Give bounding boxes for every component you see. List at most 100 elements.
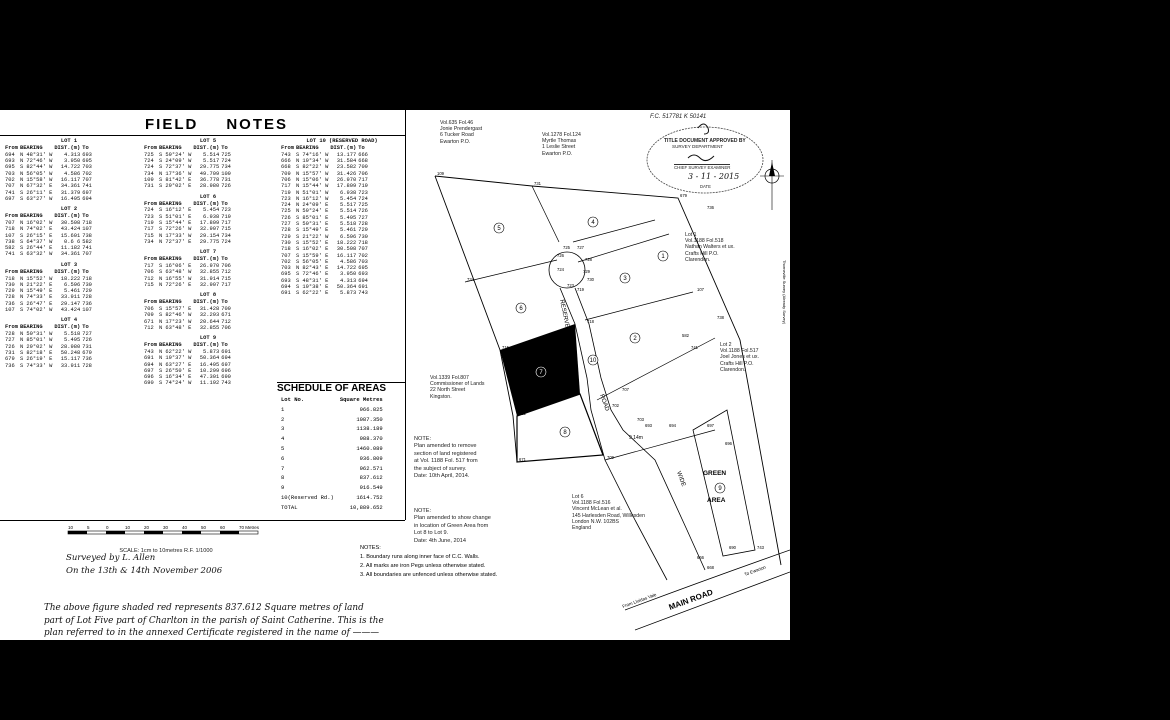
table-cell: 718 <box>358 239 368 246</box>
table-cell: 707 <box>281 252 291 259</box>
schedule-lot: 9 <box>281 484 285 492</box>
table-cell: 694 <box>221 355 231 362</box>
plan-notes: NOTES: 1. Boundary runs along inner face… <box>360 544 580 580</box>
table-cell: 5.518 <box>340 221 357 228</box>
table-cell: 5.517 <box>203 158 220 165</box>
table-cell: 32.293 <box>199 312 220 319</box>
table-cell: 706 <box>144 305 154 312</box>
lot-number-marker <box>535 366 547 378</box>
table-cell: 14.722 <box>336 265 357 272</box>
note1-line: Date: 10th April, 2014. <box>414 473 470 480</box>
table-cell: 709 <box>281 170 291 177</box>
lot-line <box>596 337 716 401</box>
table-cell: 728 <box>5 294 15 301</box>
column-header: DIST.(m) <box>193 145 220 151</box>
survey-point-label: 736 <box>707 205 715 210</box>
table-cell: 727 <box>82 331 92 338</box>
survey-point-label: 724 <box>557 267 565 272</box>
table-cell: 5.518 <box>64 331 81 338</box>
table-cell: 5.495 <box>64 337 81 344</box>
table-cell: S 63°27' W <box>19 195 53 202</box>
note-item-3: 3. All boundaries are unfenced unless ot… <box>360 572 498 578</box>
table-cell: 32.855 <box>199 324 220 331</box>
table-cell: 5.873 <box>340 290 357 297</box>
owner-line: Vincent McLean et al. <box>572 506 622 513</box>
note1-line: NOTE: <box>414 436 432 442</box>
table-cell: N 67°32' E <box>19 183 53 190</box>
main-road-edge <box>634 571 790 631</box>
table-cell: 582 <box>5 245 15 252</box>
table-cell: S 48°31' E <box>295 277 329 284</box>
table-cell: 697 <box>82 189 92 196</box>
owner-line: Vol.1339 Fol.807 <box>430 375 469 381</box>
owner-line: Crafts Hill P.O. <box>720 360 754 367</box>
certificate-line-3: plan referred to in the annexed Certific… <box>44 628 380 638</box>
table-cell: 734 <box>144 238 154 245</box>
owner-line: Lot 6 <box>572 494 584 500</box>
table-cell: N 72°26' E <box>158 281 192 288</box>
table-cell: 671 <box>221 312 231 319</box>
table-cell: 0.6 6 <box>64 238 81 245</box>
to-ewarton-label: To Ewarton <box>744 564 767 577</box>
table-cell: 691 <box>144 355 154 362</box>
table-cell: 730 <box>358 233 368 240</box>
owner-mclean: Lot 6 Vol.1188 Fol.516 Vincent McLean et… <box>572 494 692 531</box>
survey-point-label: 727 <box>577 245 585 250</box>
table-cell: S 15°59' E <box>295 252 329 259</box>
table-cell: N 16°12' W <box>295 195 329 202</box>
column-header: DIST.(m) <box>54 268 81 275</box>
table-cell: N 15°52' W <box>19 275 53 282</box>
table-cell: N 59°24' E <box>295 208 329 215</box>
lot-title: LOT 9 <box>199 335 217 342</box>
lot-8-outline <box>516 393 604 463</box>
schedule-lot: 1 <box>281 405 285 413</box>
table-cell: 727 <box>5 337 15 344</box>
table-cell: S 29°02' E <box>158 183 192 190</box>
table-cell: 726 <box>82 337 92 344</box>
survey-point-label: 741 <box>691 345 699 350</box>
table-cell: 715 <box>221 226 231 233</box>
table-cell: 31.426 <box>336 170 357 177</box>
owner-line: Jonie Prendergast <box>440 126 483 133</box>
table-cell: 725 <box>221 151 231 158</box>
table-cell: 707 <box>5 219 15 226</box>
table-cell: S 74°02' W <box>19 307 53 314</box>
table-cell: 693 <box>5 158 15 165</box>
owner-line: Lot 2 <box>720 342 732 348</box>
table-cell: 32.907 <box>199 226 220 233</box>
table-cell: 28.980 <box>199 183 220 190</box>
survey-point-label: 109 <box>437 171 445 176</box>
table-cell: S 21°22' W <box>295 233 329 240</box>
column-header: To <box>82 324 89 331</box>
column-header: BEARING <box>158 342 182 349</box>
table-cell: 728 <box>281 227 291 234</box>
table-cell: 31.584 <box>336 158 357 165</box>
table-cell: 32.855 <box>199 269 220 276</box>
boundary-line <box>434 175 782 566</box>
survey-point-label: 734 <box>467 277 475 282</box>
lot-number-label: 7 <box>539 370 543 376</box>
table-cell: N 50°31' W <box>19 331 53 338</box>
lot-number-label: 10 <box>590 358 597 364</box>
green-area <box>692 409 756 557</box>
survey-point-label: 718 <box>587 319 595 324</box>
table-cell: 717 <box>221 219 231 226</box>
